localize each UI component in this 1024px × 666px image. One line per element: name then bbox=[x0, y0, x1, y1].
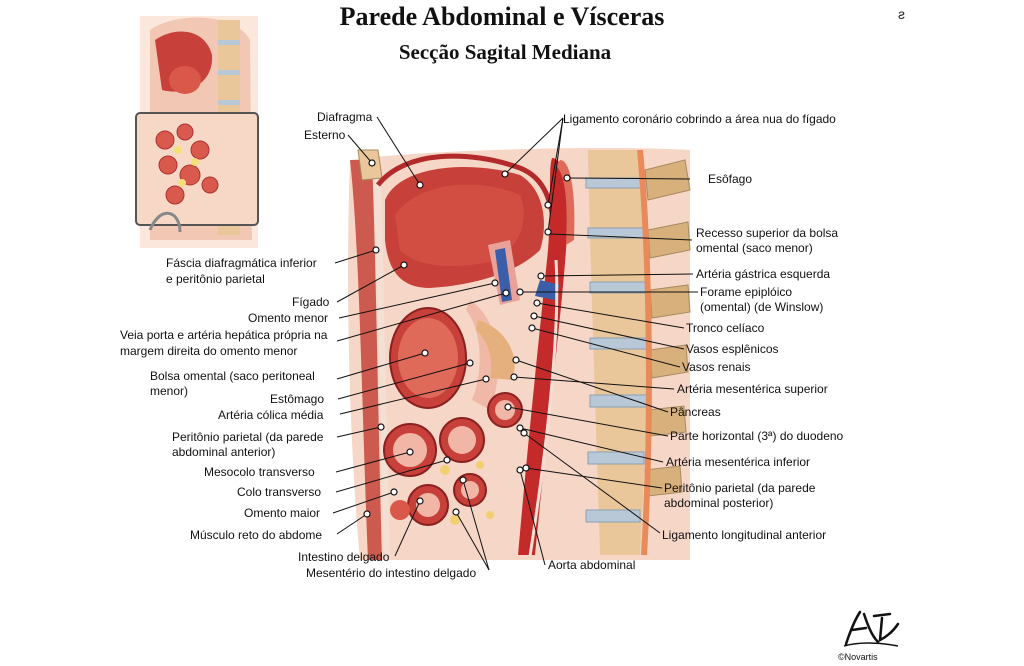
label-recesso-superior-2: omental (saco menor) bbox=[696, 241, 813, 255]
leader-lines bbox=[332, 116, 698, 571]
label-ligamento-coronario: Ligamento coronário cobrindo a área nua … bbox=[563, 112, 836, 126]
label-mesocolo: Mesocolo transverso bbox=[204, 465, 315, 479]
page-subtitle: Secção Sagital Mediana bbox=[398, 40, 612, 64]
label-peritonio-post-2: abdominal posterior) bbox=[664, 496, 774, 510]
label-forame-2: (omental) (de Winslow) bbox=[700, 300, 824, 314]
label-vasos-esplenicos: Vasos esplênicos bbox=[686, 342, 779, 356]
label-parte-horizontal: Parte horizontal (3ª) do duodeno bbox=[670, 429, 844, 443]
label-bolsa-omental-1: Bolsa omental (saco peritoneal bbox=[150, 369, 315, 383]
label-mesenterio: Mesentério do intestino delgado bbox=[306, 566, 477, 580]
label-fascia-1: Fáscia diafragmática inferior bbox=[166, 256, 317, 270]
signature-logo bbox=[843, 610, 900, 647]
label-omento-maior: Omento maior bbox=[244, 506, 321, 520]
leader-markers bbox=[363, 159, 571, 518]
label-esterno: Esterno bbox=[304, 128, 346, 142]
label-arteria-mesenterica-sup: Artéria mesentérica superior bbox=[677, 382, 828, 396]
label-peritonio-ant-1: Peritônio parietal (da parede bbox=[172, 430, 324, 444]
label-pancreas: Pâncreas bbox=[670, 405, 721, 419]
label-esofago: Esôfago bbox=[708, 172, 753, 186]
label-aorta: Aorta abdominal bbox=[548, 558, 636, 572]
label-colo-transverso: Colo transverso bbox=[237, 485, 322, 499]
label-forame-1: Forame epiplóico bbox=[700, 285, 793, 299]
thumbnail-inset bbox=[135, 16, 259, 248]
label-estomago: Estômago bbox=[270, 392, 325, 406]
label-veia-porta-2: margem direita do omento menor bbox=[120, 344, 298, 358]
copyright-text: ©Novartis bbox=[838, 652, 878, 662]
label-recesso-superior-1: Recesso superior da bolsa bbox=[696, 226, 839, 240]
label-peritonio-post-1: Peritônio parietal (da parede bbox=[664, 481, 816, 495]
label-musculo-reto: Músculo reto do abdome bbox=[190, 528, 323, 542]
label-peritonio-ant-2: abdominal anterior) bbox=[172, 445, 276, 459]
label-arteria-colica: Artéria cólica média bbox=[218, 408, 324, 422]
label-tronco-celiaco: Tronco celíaco bbox=[686, 321, 765, 335]
label-bolsa-omental-2: menor) bbox=[150, 384, 189, 398]
label-diafragma: Diafragma bbox=[317, 110, 373, 124]
page-title: Parede Abdominal e Vísceras bbox=[339, 2, 665, 31]
label-arteria-gastrica: Artéria gástrica esquerda bbox=[696, 267, 831, 281]
label-fascia-2: e peritônio parietal bbox=[166, 272, 265, 286]
label-figado: Fígado bbox=[292, 295, 330, 309]
label-intestino-delgado: Intestino delgado bbox=[298, 550, 390, 564]
label-ligamento-longitudinal: Ligamento longitudinal anterior bbox=[662, 528, 827, 542]
sagittal-section bbox=[348, 148, 691, 560]
label-omento-menor: Omento menor bbox=[248, 311, 329, 325]
label-veia-porta-1: Veia porta e artéria hepática própria na bbox=[120, 328, 328, 342]
corner-mark: ƨ bbox=[898, 6, 905, 22]
label-arteria-mesenterica-inf: Artéria mesentérica inferior bbox=[666, 455, 811, 469]
label-vasos-renais: Vasos renais bbox=[682, 360, 751, 374]
